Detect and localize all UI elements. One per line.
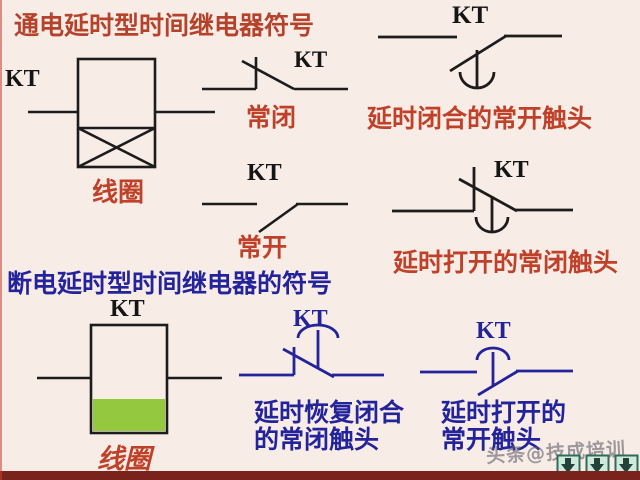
bottom-divider-bar <box>0 471 640 480</box>
nav-buttons <box>556 454 639 477</box>
delay-reclose-nc-name-line1: 延时恢复闭合 <box>254 398 405 427</box>
coil-ref-label: KT <box>5 66 40 92</box>
delay-reclose-nc-name-line2: 的常闭触头 <box>254 425 380 454</box>
nc-contact-ref-label: KT <box>294 47 328 72</box>
off-delay-section-title: 断电延时型时间继电器的符号 <box>7 269 333 298</box>
coil-symbol <box>28 57 215 169</box>
off-delay-coil-symbol <box>37 323 222 435</box>
delay-open-nc-contact-symbol <box>392 167 573 234</box>
delay-open-no-name-line1: 延时打开的 <box>441 398 567 427</box>
off-delay-coil-name-label: 线圈 <box>97 444 151 475</box>
delay-open-nc-ref-label: KT <box>494 157 529 183</box>
delay-close-no-name-label: 延时闭合的常开触头 <box>367 104 593 133</box>
delay-reclose-nc-ref-label: KT <box>293 306 328 332</box>
delay-open-no-contact-symbol <box>420 346 573 397</box>
on-delay-section-title: 通电延时型时间继电器符号 <box>14 11 315 40</box>
coil-name-label: 线圈 <box>92 178 145 208</box>
no-contact-name-label: 常开 <box>237 233 288 262</box>
no-contact-ref-label: KT <box>247 160 282 186</box>
delay-open-nc-name-label: 延时打开的常闭触头 <box>393 248 619 277</box>
off-delay-coil-ref-label: KT <box>110 296 145 322</box>
delay-open-no-name-line2: 常开触头 <box>441 425 542 454</box>
delay-close-no-contact-symbol <box>378 34 562 90</box>
nav-arrow-icon <box>614 454 639 477</box>
nc-contact-name-label: 常闭 <box>246 103 297 132</box>
delay-close-no-ref-label: KT <box>452 2 489 29</box>
delay-open-no-ref-label: KT <box>476 318 511 344</box>
left-edge-line <box>0 0 2 480</box>
